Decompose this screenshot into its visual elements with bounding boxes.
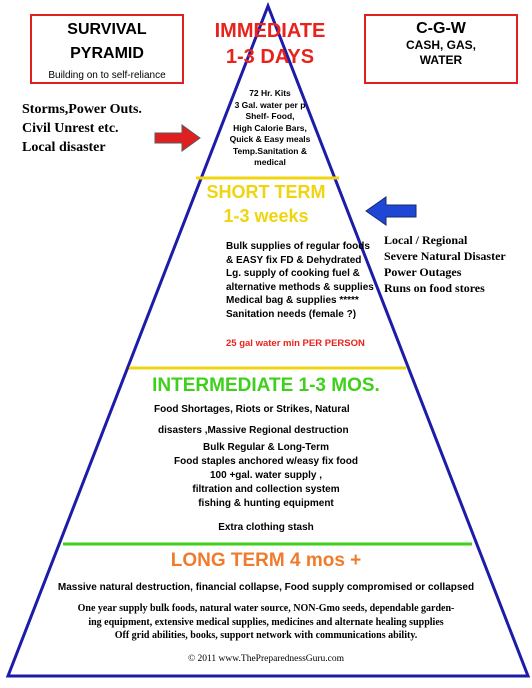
- short-term-item: Lg. supply of cooking fuel &: [226, 268, 360, 279]
- right-note-line: Runs on food stores: [384, 281, 485, 295]
- immediate-item: High Calorie Bars,: [233, 122, 307, 133]
- immediate-title: IMMEDIATE 1-3 DAYS: [200, 18, 340, 70]
- long-term-item: ing equipment, extensive medical supplie…: [88, 616, 444, 628]
- immediate-list: 72 Hr. Kits 3 Gal. water per p Shelf- Fo…: [200, 88, 340, 169]
- intermediate-title: INTERMEDIATE 1-3 MOS.: [152, 375, 380, 396]
- copyright: © 2011 www.ThePreparednessGuru.com: [187, 654, 345, 664]
- survival-subtitle: Building on to self-reliance: [48, 70, 166, 81]
- intermediate-list: Bulk Regular & Long-Term Food staples an…: [140, 441, 392, 511]
- short-term-item: & EASY fix FD & Dehydrated: [226, 254, 362, 266]
- short-term-item: Bulk supplies of regular foods: [226, 241, 370, 252]
- right-note: Local / Regional Severe Natural Disaster…: [384, 232, 532, 296]
- intermediate-item: filtration and collection system: [192, 484, 340, 495]
- left-arrow-icon: [365, 196, 417, 226]
- short-term-title: SHORT TERM 1-3 weeks: [196, 180, 336, 228]
- right-note-line: Severe Natural Disaster: [384, 249, 506, 263]
- short-term-title-2: 1-3 weeks: [223, 206, 309, 226]
- intermediate-sub-2: disasters ,Massive Regional destruction: [158, 425, 349, 436]
- short-term-list: Bulk supplies of regular foods & EASY fi…: [226, 240, 374, 321]
- short-term-water: 25 gal water min PER PERSON: [226, 338, 365, 349]
- left-note-line: Storms,Power Outs.: [22, 102, 142, 117]
- right-arrow-icon: [154, 124, 201, 152]
- short-term-item: Medical bag & supplies *****: [226, 295, 359, 306]
- right-note-line: Local / Regional: [384, 233, 468, 247]
- survival-title-1: SURVIVAL: [67, 21, 147, 38]
- cgw-line-1: CASH, GAS,: [405, 38, 476, 52]
- short-term-title-1: SHORT TERM: [206, 182, 326, 202]
- left-note: Storms,Power Outs. Civil Unrest etc. Loc…: [22, 100, 182, 157]
- long-term-item: Off grid abilities, books, support netwo…: [114, 630, 418, 641]
- survival-title-2: PYRAMID: [70, 45, 144, 62]
- long-term-sub: Massive natural destruction, financial c…: [57, 582, 475, 593]
- short-term-item: alternative methods & supplies: [226, 281, 374, 293]
- intermediate-item: fishing & hunting equipment: [198, 498, 334, 509]
- intermediate-sub-1: Food Shortages, Riots or Strikes, Natura…: [154, 404, 350, 415]
- intermediate-extra: Extra clothing stash: [218, 522, 314, 533]
- immediate-item: Quick & Easy meals: [229, 134, 311, 144]
- cgw-title: C-G-W: [416, 20, 466, 37]
- short-term-item: Sanitation needs (female ?): [226, 308, 357, 320]
- right-note-line: Power Outages: [384, 265, 462, 279]
- immediate-item: medical: [254, 157, 286, 167]
- immediate-item: Shelf- Food,: [245, 111, 295, 121]
- left-note-line: Civil Unrest etc.: [22, 121, 119, 136]
- left-note-line: Local disaster: [22, 140, 106, 155]
- long-term-item: One year supply bulk foods, natural wate…: [77, 603, 455, 614]
- intermediate-item: Food staples anchored w/easy fix food: [174, 456, 358, 467]
- survival-pyramid-box: SURVIVAL PYRAMID Building on to self-rel…: [30, 14, 184, 84]
- immediate-title-2: 1-3 DAYS: [225, 46, 315, 68]
- cgw-box: C-G-W CASH, GAS, WATER: [364, 14, 518, 84]
- cgw-line-2: WATER: [419, 53, 463, 67]
- pyramid-outline: [5, 1, 531, 678]
- intermediate-item: Bulk Regular & Long-Term: [203, 442, 329, 453]
- intermediate-item: 100 +gal. water supply ,: [210, 470, 322, 481]
- immediate-title-1: IMMEDIATE: [214, 20, 326, 42]
- long-term-list: One year supply bulk foods, natural wate…: [8, 602, 524, 643]
- immediate-item: 3 Gal. water per p: [234, 99, 306, 110]
- long-term-title: LONG TERM 4 mos +: [170, 550, 362, 571]
- immediate-item: Temp.Sanitation &: [233, 145, 307, 156]
- immediate-item: 72 Hr. Kits: [249, 88, 291, 98]
